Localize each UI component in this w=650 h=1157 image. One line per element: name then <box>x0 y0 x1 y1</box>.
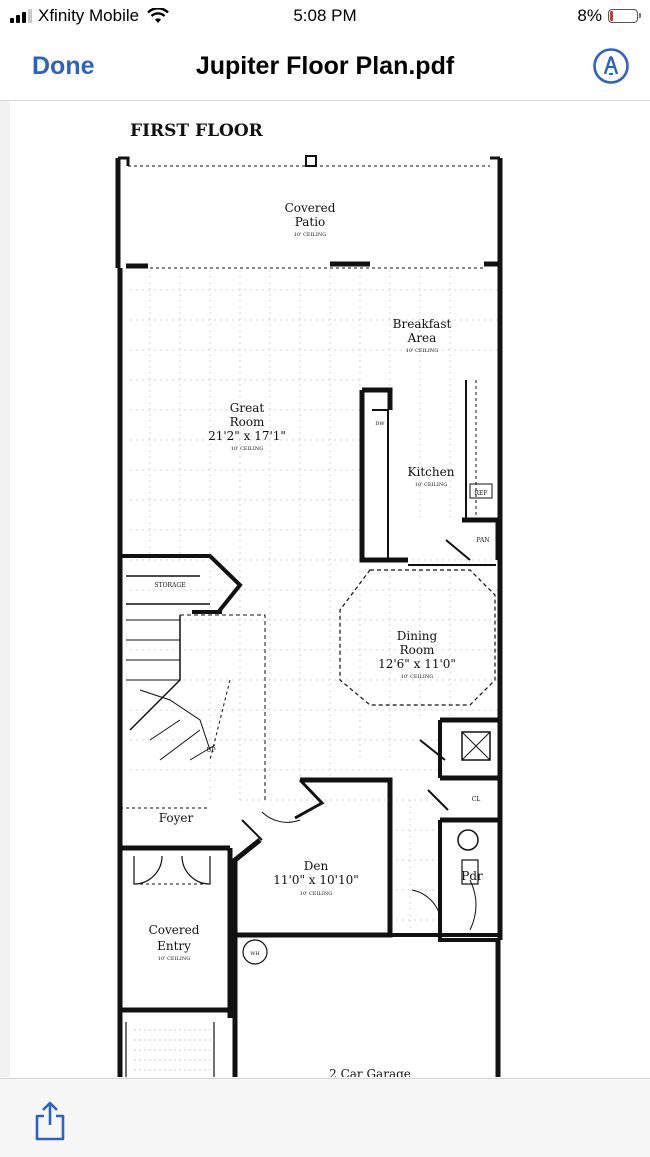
powder-room-label: Pdr <box>461 869 483 883</box>
den-size: 11'0" x 10'10" <box>273 873 358 887</box>
foyer-label: Foyer <box>159 811 194 825</box>
covered-entry-ceiling: 10' CEILING <box>158 956 190 962</box>
dining-room-label-2: Room <box>400 643 435 657</box>
kitchen-ceiling: 10' CEILING <box>415 482 447 488</box>
closet-label: CL <box>472 796 481 803</box>
refrigerator-label: REF <box>474 490 487 497</box>
signal-icon <box>10 9 32 23</box>
covered-patio-label-2: Patio <box>295 215 326 229</box>
navigation-bar: Done Jupiter Floor Plan.pdf <box>0 32 650 101</box>
wifi-icon <box>147 8 169 23</box>
stairs-up-label: UP <box>206 747 215 754</box>
breakfast-area-label: Breakfast <box>393 317 452 331</box>
den-label: Den <box>304 859 329 873</box>
document-title: Jupiter Floor Plan.pdf <box>195 52 455 80</box>
floor-heading: FIRST FLOOR <box>130 121 264 141</box>
status-time: 5:08 PM <box>293 6 357 25</box>
dining-room-size: 12'6" x 11'0" <box>378 657 456 671</box>
kitchen-label: Kitchen <box>408 465 455 479</box>
dishwasher-label: DW <box>375 421 385 427</box>
great-room-label: Great <box>230 401 265 415</box>
water-heater-label: WH <box>250 951 260 957</box>
den-ceiling: 10' CEILING <box>300 891 332 897</box>
covered-patio-label: Covered <box>285 201 336 215</box>
dining-room-label: Dining <box>397 629 438 643</box>
markup-pen-icon[interactable] <box>592 47 630 85</box>
carrier-name: Xfinity Mobile <box>38 6 140 25</box>
dining-room-ceiling: 10' CEILING <box>401 674 433 680</box>
breakfast-area-ceiling: 10' CEILING <box>406 348 438 354</box>
floor-plan-drawing: FIRST FLOOR Covered Patio 10' CEILING Br… <box>115 121 503 1077</box>
pdf-viewer[interactable]: FIRST FLOOR Covered Patio 10' CEILING Br… <box>0 101 650 1077</box>
bottom-toolbar <box>0 1078 650 1157</box>
covered-patio-ceiling: 10' CEILING <box>294 232 326 238</box>
great-room-ceiling: 10' CEILING <box>231 446 263 452</box>
battery-icon <box>608 9 641 23</box>
great-room-size: 21'2" x 17'1" <box>208 429 286 443</box>
covered-entry-label-2: Entry <box>157 939 191 953</box>
done-button[interactable]: Done <box>32 52 95 80</box>
garage-label: 2 Car Garage <box>329 1067 411 1077</box>
pdf-page[interactable]: FIRST FLOOR Covered Patio 10' CEILING Br… <box>10 101 650 1077</box>
share-icon[interactable] <box>33 1101 67 1141</box>
storage-label: STORAGE <box>154 582 185 589</box>
great-room-label-2: Room <box>230 415 265 429</box>
battery-percent: 8% <box>577 6 602 25</box>
breakfast-area-label-2: Area <box>407 331 437 345</box>
pantry-label: PAN <box>476 537 489 544</box>
covered-entry-label: Covered <box>149 923 200 937</box>
status-bar: Xfinity Mobile 5:08 PM 8% <box>0 0 650 32</box>
